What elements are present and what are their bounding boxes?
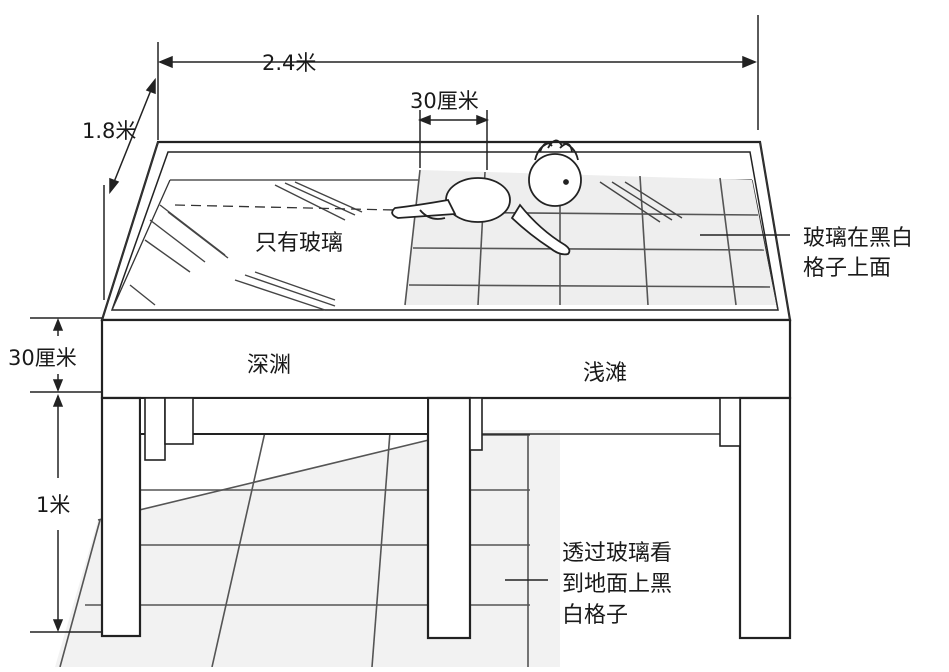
leg-dimension-label: 1米	[36, 493, 70, 517]
table-body	[100, 141, 792, 640]
glass-over-checker-line1: 玻璃在黑白	[803, 226, 913, 251]
glass-over-checker-line2: 格子上面	[803, 256, 891, 281]
glass-reflections	[129, 181, 683, 311]
depth-dimension-label: 1.8米	[82, 119, 136, 143]
see-through-line1: 透过玻璃看	[562, 541, 672, 566]
glass-only-label: 只有玻璃	[255, 231, 343, 256]
infant-figure	[391, 139, 582, 256]
shallow-side-label: 浅滩	[583, 361, 627, 386]
height-dimension-label: 30厘米	[8, 346, 77, 370]
leader-lines	[505, 234, 790, 581]
deep-side-label: 深渊	[247, 353, 291, 378]
dimension-lines	[30, 15, 759, 633]
width-dimension-label: 2.4米	[262, 51, 316, 75]
see-through-line2: 到地面上黑	[562, 572, 672, 597]
text-labels: 2.4米 30厘米 1.8米 30厘米 1米 只有玻璃 玻璃在黑白 格子上面 深…	[8, 51, 913, 628]
see-through-line3: 白格子	[562, 603, 628, 628]
step-dimension-label: 30厘米	[410, 89, 479, 113]
